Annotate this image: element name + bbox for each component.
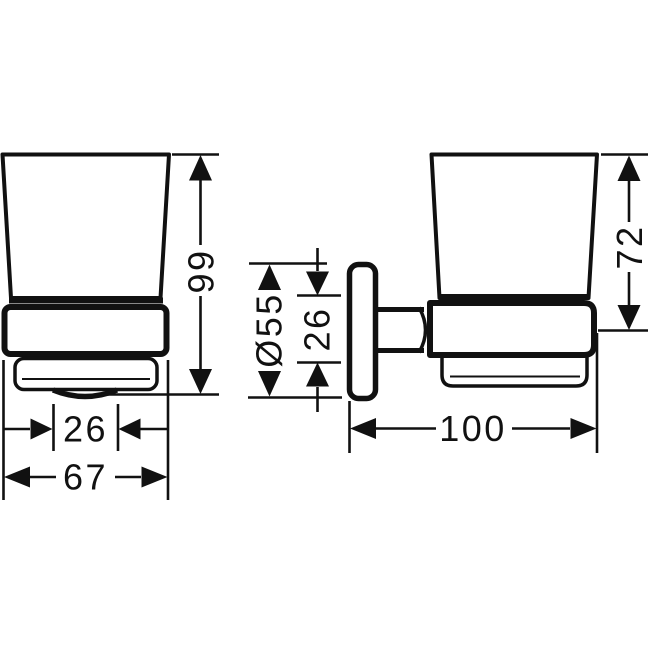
arrowhead-right <box>570 418 597 439</box>
dim-label-side-height: 72 <box>609 224 650 269</box>
dim-label-arm-diameter: 26 <box>297 306 338 351</box>
arrowhead-down <box>258 371 281 397</box>
glass-bottom-bump <box>51 387 119 400</box>
arrowhead-up <box>306 362 329 387</box>
mount-stem-cap <box>417 306 428 354</box>
arrowhead-down <box>189 369 212 394</box>
dim-label-plate-diameter: Ø55 <box>249 292 290 368</box>
arrowhead-left <box>4 466 30 488</box>
arrowhead-up <box>258 264 281 290</box>
arrowhead-right <box>141 466 168 488</box>
holder-cup-side <box>440 354 589 388</box>
side-view <box>346 152 599 402</box>
front-view-dimensions: 99 26 67 <box>2 153 222 500</box>
dim-label-front-height: 99 <box>181 248 222 293</box>
arrowhead-up <box>189 155 212 181</box>
glass-side-outline <box>429 152 599 300</box>
wall-plate <box>346 261 379 402</box>
holder-cup-front <box>13 356 159 392</box>
arrowhead-left <box>118 418 141 440</box>
arrowhead-up <box>617 155 641 181</box>
holder-arm-side <box>427 300 597 358</box>
glass-front-outline <box>0 152 171 300</box>
dim-label-depth: 100 <box>439 408 507 449</box>
dim-label-front-width: 67 <box>63 457 108 498</box>
arrowhead-down <box>617 305 641 330</box>
front-view <box>0 152 171 400</box>
arrowhead-down <box>306 271 329 296</box>
dim-label-front-bottom-width: 26 <box>63 409 108 450</box>
holder-ring-front <box>1 304 170 357</box>
arrowhead-left <box>350 418 376 439</box>
arrowhead-right <box>30 418 53 440</box>
side-view-dimensions: Ø55 26 72 100 <box>248 153 650 453</box>
